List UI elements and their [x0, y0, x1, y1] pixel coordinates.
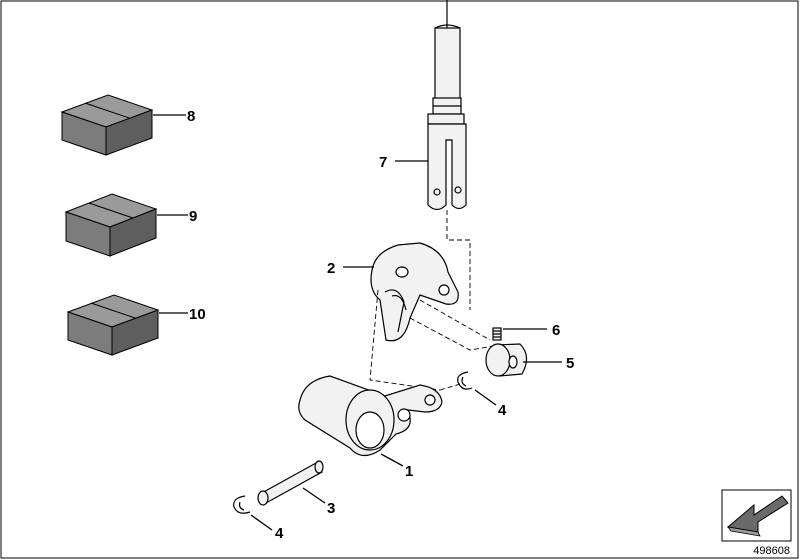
part-4-circlip-right[interactable] — [457, 371, 473, 390]
part-5-collar[interactable] — [485, 343, 528, 377]
nav-arrow-box[interactable] — [721, 489, 792, 542]
part-6-grub-screw[interactable] — [492, 327, 502, 341]
callout-4-right: 4 — [498, 402, 507, 419]
part-3-pin[interactable] — [257, 460, 324, 506]
document-number: 498608 — [753, 545, 790, 557]
callout-8: 8 — [187, 108, 195, 125]
callout-1: 1 — [405, 463, 413, 480]
callout-9: 9 — [189, 208, 197, 225]
part-7-fork-head[interactable] — [427, 0, 467, 211]
part-10-box[interactable] — [66, 294, 160, 356]
callout-2: 2 — [327, 260, 335, 277]
part-4-circlip-left[interactable] — [233, 495, 251, 514]
callout-5: 5 — [566, 355, 574, 372]
callout-10: 10 — [189, 306, 206, 323]
part-8-box[interactable] — [60, 94, 154, 156]
callout-3: 3 — [327, 500, 335, 517]
arrow-icon — [726, 495, 789, 537]
part-2-bracket[interactable] — [370, 242, 459, 342]
callout-4-left: 4 — [275, 525, 284, 542]
part-1-lever[interactable] — [298, 375, 443, 457]
callout-7: 7 — [379, 154, 387, 171]
callout-6: 6 — [552, 322, 560, 339]
part-9-box[interactable] — [64, 193, 158, 257]
leader-lines — [153, 114, 562, 531]
